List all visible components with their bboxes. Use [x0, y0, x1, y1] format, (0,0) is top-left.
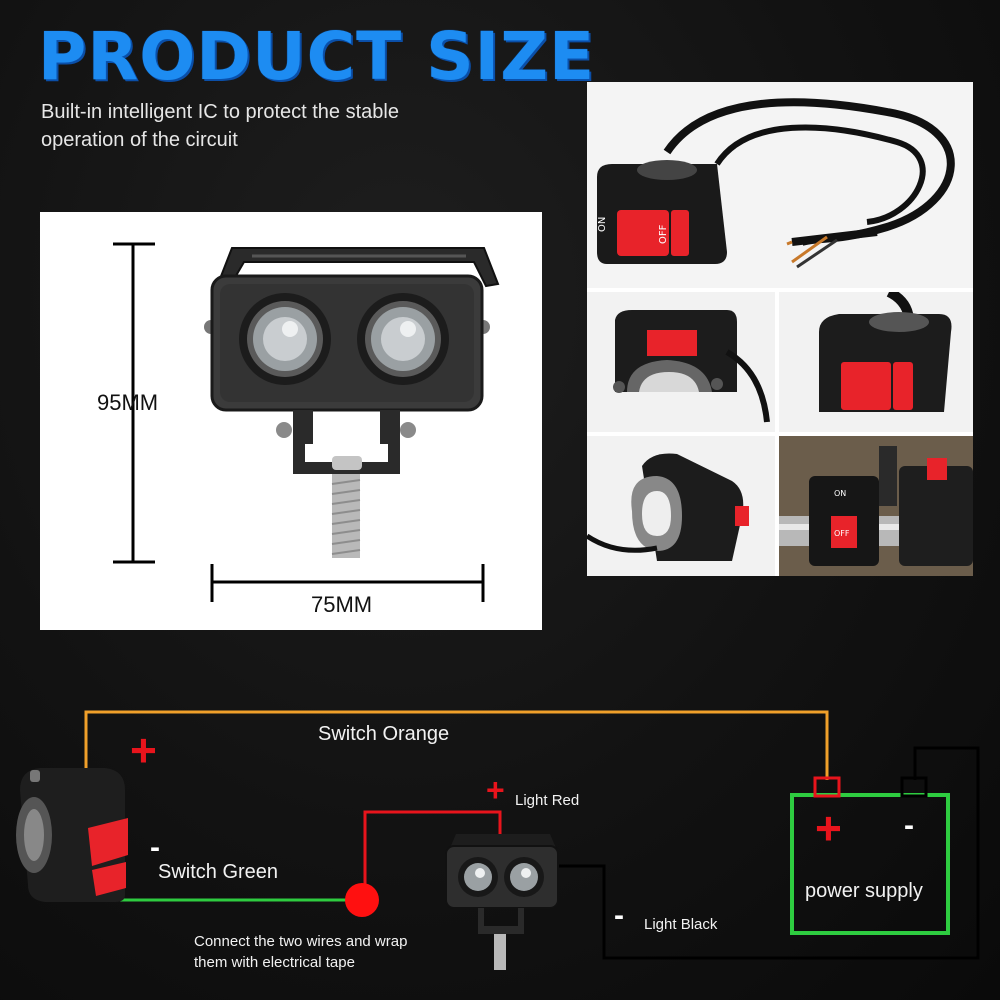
switch-photo-front — [779, 292, 973, 432]
switch-photo-installed: ON OFF — [779, 436, 973, 576]
power-positive-terminal — [813, 776, 841, 798]
page-subtitle: Built-in intelligent IC to protect the s… — [41, 101, 399, 151]
switch-photo-grid: ON OFF — [587, 82, 973, 576]
small-led-light-illustration — [445, 834, 559, 970]
wire-junction — [345, 883, 379, 917]
switch-negative-symbol: - — [150, 831, 160, 864]
page-title: PRODUCT SIZE — [38, 18, 596, 95]
light-red-label: Light Red — [515, 792, 580, 809]
switch-photo-side — [587, 292, 775, 432]
light-negative-symbol: - — [614, 899, 624, 932]
power-positive-symbol: + — [815, 802, 842, 854]
width-dimension-line — [210, 564, 485, 602]
power-negative-terminal — [900, 776, 928, 798]
switch-green-label: Switch Green — [158, 861, 279, 883]
wire-switch-orange — [84, 710, 829, 785]
switch-off-text: OFF — [658, 224, 669, 244]
dimension-panel — [40, 212, 542, 630]
switch-positive-symbol: + — [130, 724, 157, 776]
switch-orange-label: Switch Orange — [318, 723, 450, 745]
installed-off-text: OFF — [834, 529, 850, 538]
connect-wires-note: Connect the two wires and wrap them with… — [194, 933, 408, 971]
power-negative-symbol: - — [904, 809, 914, 842]
switch-photo-clamp — [587, 436, 775, 576]
power-supply-label: power supply — [805, 880, 923, 902]
light-positive-symbol: + — [486, 772, 505, 808]
light-dimension-drawing — [113, 242, 500, 602]
led-light-illustration — [204, 247, 500, 558]
wire-light-red — [363, 810, 502, 900]
width-label: 75MM — [311, 592, 373, 617]
installed-on-text: ON — [834, 489, 846, 498]
height-label: 95MM — [97, 390, 159, 415]
switch-photo-main: ON OFF — [587, 82, 973, 288]
height-dimension-line — [113, 242, 155, 564]
light-black-label: Light Black — [644, 916, 718, 933]
switch-on-text: ON — [597, 217, 608, 232]
handlebar-switch-illustration — [16, 768, 128, 902]
